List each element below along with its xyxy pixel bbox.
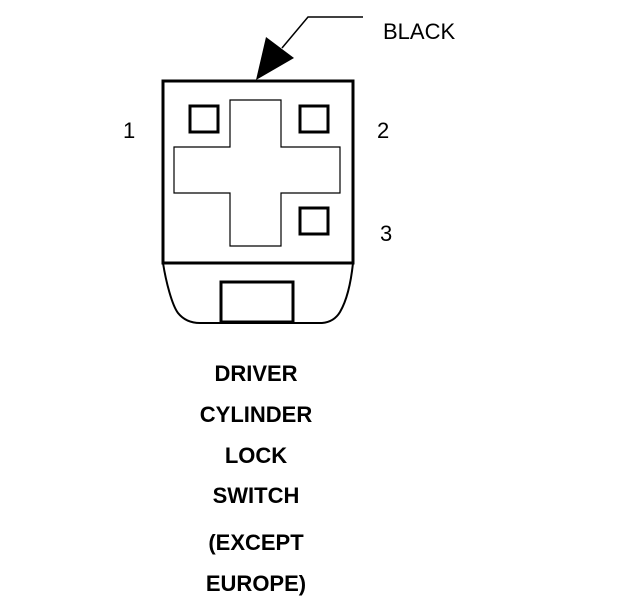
pin-cavity-3 <box>298 206 330 236</box>
pin-cavity-2 <box>298 104 330 134</box>
caption-line: CYLINDER <box>199 402 313 427</box>
caption-line: SWITCH <box>212 483 300 508</box>
pin-number-1: 1 <box>123 118 136 143</box>
caption-line: EUROPE) <box>205 571 307 596</box>
caption-line: (EXCEPT <box>208 530 304 555</box>
pin-number-3: 3 <box>380 221 393 246</box>
leader-line <box>281 16 363 49</box>
caption-line: DRIVER <box>214 361 298 386</box>
caption-line: LOCK <box>224 443 288 468</box>
leader-arrowhead <box>256 37 294 80</box>
connector-keyway-cross <box>173 99 341 247</box>
connector-latch-tab <box>219 280 295 324</box>
connector-color-label: BLACK <box>383 19 456 44</box>
color-callout-leader <box>256 16 363 80</box>
pin-number-2: 2 <box>377 118 390 143</box>
pin-cavity-1 <box>188 104 220 134</box>
